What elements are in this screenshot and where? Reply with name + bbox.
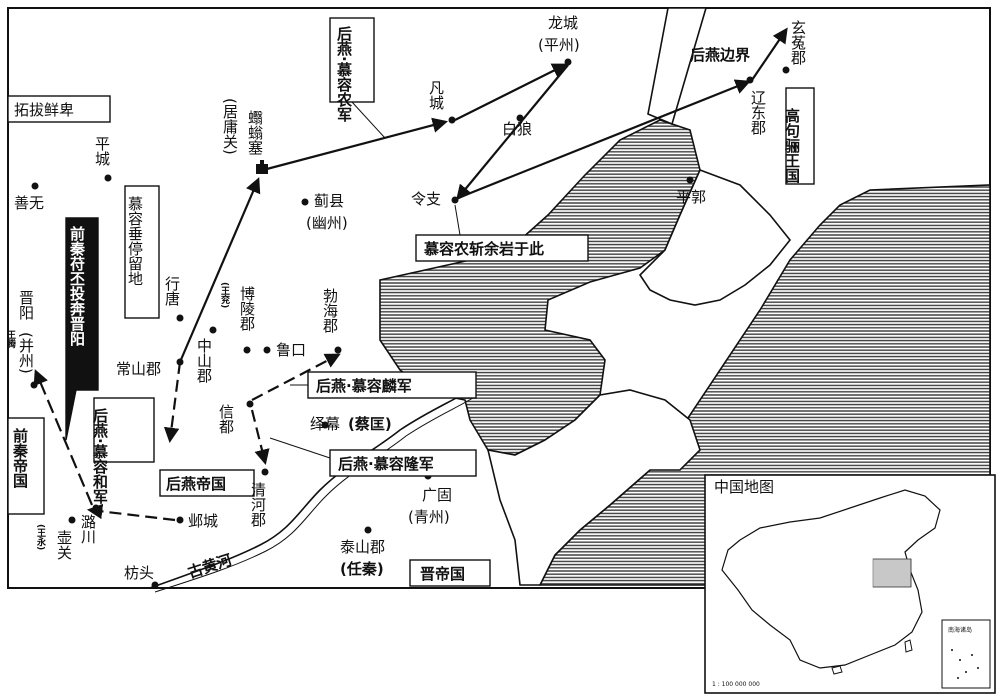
place-labels: 玄菟郡 龙城 (平州) 凡城 白狼 令支 辽东郡 平郭 蠮螉塞 (居庸关) 蓟县…	[5, 14, 807, 582]
shandong-peninsula	[486, 389, 701, 586]
svg-text:后燕·慕容隆军: 后燕·慕容隆军	[338, 455, 434, 473]
route-xindu-to-qinghe	[250, 409, 270, 465]
inset-map: 中国地图 南海诸岛 1 : 100 000 000	[704, 474, 996, 694]
svg-text:高句骊王国: 高句骊王国	[783, 107, 801, 184]
route-xitou-to-fancheng	[262, 117, 448, 172]
svg-text:南海诸岛: 南海诸岛	[948, 626, 972, 634]
svg-text:泰山郡: 泰山郡	[340, 538, 385, 556]
svg-text:王腾: 王腾	[5, 330, 17, 349]
svg-text:平城: 平城	[93, 136, 111, 167]
callout-murong-lin-army: 后燕·慕容麟军	[290, 371, 477, 399]
svg-text:晋阳: 晋阳	[17, 290, 35, 320]
svg-text:后燕·慕容农军: 后燕·慕容农军	[335, 26, 353, 123]
svg-text:后燕·慕容麟军: 后燕·慕容麟军	[316, 377, 412, 395]
svg-text:蓟县: 蓟县	[314, 192, 344, 210]
inset-highlight	[872, 558, 912, 588]
svg-text:信都: 信都	[217, 404, 235, 434]
svg-text:广固: 广固	[422, 486, 452, 504]
fortress-marker-top	[260, 160, 264, 165]
route-lingzhi-to-liaodong	[457, 79, 751, 200]
region-qianqin: 前秦帝国	[7, 417, 45, 515]
svg-text:(幽州): (幽州)	[306, 214, 348, 232]
svg-text:前秦帝国: 前秦帝国	[11, 427, 29, 489]
svg-text:晋帝国: 晋帝国	[420, 565, 465, 583]
inset-scale: 1 : 100 000 000	[712, 681, 760, 688]
houyan-border-band	[647, 7, 708, 126]
svg-text:辽东郡: 辽东郡	[749, 90, 767, 135]
svg-text:拓拔鲜卑: 拓拔鲜卑	[14, 101, 74, 119]
routes	[33, 27, 788, 522]
route-liaodong-to-xuantu	[751, 27, 788, 81]
svg-text:后燕·慕容和军: 后燕·慕容和军	[91, 408, 109, 505]
houyan-border-label: 后燕边界	[690, 46, 750, 64]
svg-text:绎幕: 绎幕	[310, 415, 340, 433]
svg-text:中山郡: 中山郡	[195, 338, 213, 383]
svg-text:邺城: 邺城	[188, 512, 218, 530]
liaodong-peninsula	[638, 168, 792, 306]
callout-murong-long-army: 后燕·慕容隆军	[269, 437, 477, 477]
route-changshan-to-xitou	[178, 177, 261, 363]
svg-text:(居庸关): (居庸关)	[221, 98, 239, 155]
svg-text:(并州): (并州)	[17, 332, 35, 374]
inset-title: 中国地图	[714, 478, 774, 496]
svg-text:博陵郡: 博陵郡	[238, 286, 256, 331]
route-fancheng-to-longcheng	[454, 63, 568, 121]
svg-text:(王永): (王永)	[35, 524, 47, 550]
region-tuoba: 拓拔鲜卑	[7, 95, 111, 123]
svg-text:(蔡匡): (蔡匡)	[348, 415, 392, 433]
svg-text:慕容农斩余岩于此: 慕容农斩余岩于此	[423, 240, 544, 258]
route-longcheng-to-lingzhi	[456, 64, 569, 201]
route-luchuan-to-jinyang	[33, 369, 94, 506]
svg-text:壶关: 壶关	[55, 529, 73, 560]
svg-text:枋头: 枋头	[124, 564, 154, 582]
ancient-yellow-river-bank	[154, 395, 477, 593]
ancient-yellow-river	[149, 389, 471, 589]
callout-qianqin-fupi: 前秦苻丕投奔晋阳	[65, 217, 99, 441]
svg-text:蠮螉塞: 蠮螉塞	[246, 110, 264, 155]
svg-text:后燕帝国: 后燕帝国	[166, 475, 226, 493]
route-xindu-to-bohai	[251, 353, 341, 401]
svg-text:(平州): (平州)	[538, 36, 580, 54]
region-jin: 晋帝国	[409, 559, 491, 587]
region-goguryeo: 高句骊王国	[783, 87, 815, 185]
route-changshan-south	[163, 361, 182, 444]
svg-text:龙城: 龙城	[548, 14, 578, 32]
callout-murong-he-army: 后燕·慕容和军	[91, 397, 155, 505]
inset-taiwan	[904, 639, 913, 653]
svg-text:鲁口: 鲁口	[276, 341, 306, 359]
inset-china-outline-redraw	[873, 558, 912, 588]
svg-text:(王兖): (王兖)	[219, 282, 230, 308]
callout-murong-nong-army: 后燕·慕容农军	[329, 17, 386, 139]
svg-text:常山郡: 常山郡	[116, 360, 161, 378]
svg-text:行唐: 行唐	[163, 276, 181, 306]
svg-text:(任秦): (任秦)	[340, 560, 384, 578]
svg-text:凡城: 凡城	[427, 80, 445, 111]
svg-text:白狼: 白狼	[502, 120, 532, 138]
region-houyan: 后燕帝国	[159, 469, 255, 497]
fortress-marker	[256, 164, 268, 174]
svg-text:潞川: 潞川	[79, 514, 97, 544]
svg-text:(青州): (青州)	[408, 508, 450, 526]
svg-text:玄菟郡: 玄菟郡	[789, 20, 807, 65]
inset-nanhai-box	[941, 619, 991, 689]
svg-text:善无: 善无	[14, 194, 44, 212]
svg-text:令支: 令支	[411, 190, 441, 208]
svg-text:慕容垂停留地: 慕容垂停留地	[126, 196, 144, 286]
svg-text:前秦苻丕投奔晋阳: 前秦苻丕投奔晋阳	[68, 225, 86, 346]
route-yecheng-to-luchuan	[86, 503, 176, 522]
callout-nong-kills-yuyan: 慕容农斩余岩于此	[415, 204, 589, 262]
inset-china-outline	[721, 489, 941, 669]
svg-text:清河郡: 清河郡	[249, 482, 267, 527]
svg-text:平郭: 平郭	[676, 188, 706, 206]
inset-hainan	[831, 665, 843, 675]
svg-text:勃海郡: 勃海郡	[321, 288, 339, 333]
bohai-sea	[379, 119, 701, 456]
callout-murong-chui-stay: 慕容垂停留地	[124, 185, 160, 319]
